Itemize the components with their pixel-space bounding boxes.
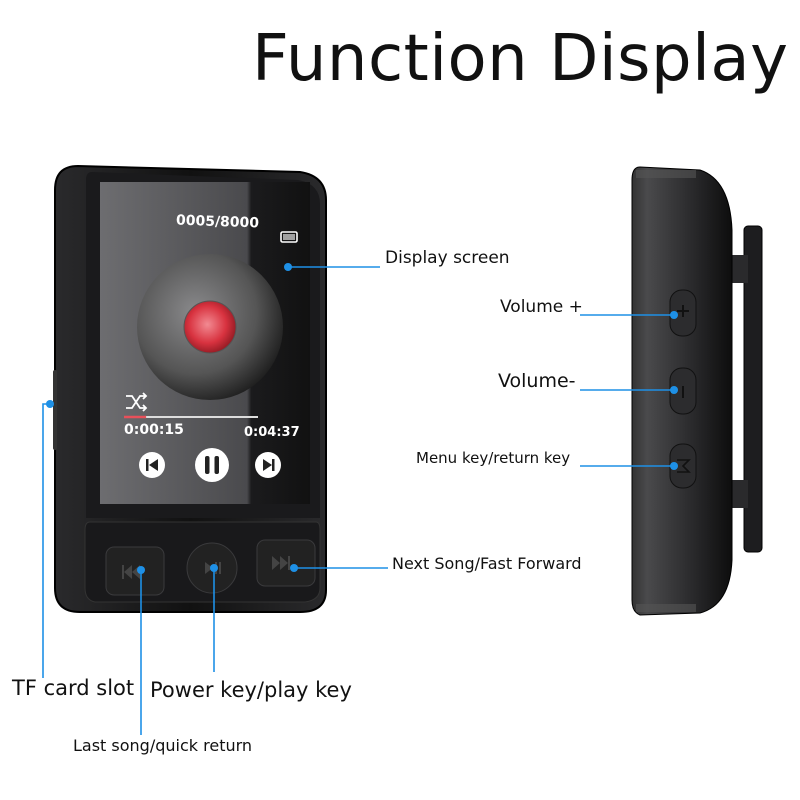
label-power-key: Power key/play key — [150, 678, 352, 702]
callout-line-tf — [42, 403, 50, 678]
volume-up-button[interactable] — [669, 289, 697, 337]
battery-icon — [280, 231, 298, 243]
total-time: 0:04:37 — [244, 425, 300, 440]
volume-down-button[interactable] — [669, 367, 697, 415]
track-counter: 0005/8000 — [175, 212, 260, 232]
label-menu-key: Menu key/return key — [416, 449, 571, 467]
next-icon — [255, 452, 281, 478]
front-device — [53, 164, 327, 613]
pause-icon — [195, 448, 229, 482]
elapsed-time: 0:00:15 — [124, 422, 184, 438]
previous-icon — [139, 452, 165, 478]
menu-button[interactable] — [669, 443, 697, 489]
label-volume-up: Volume + — [500, 297, 583, 317]
page-title: Function Display — [252, 22, 789, 96]
callout-dots — [46, 263, 678, 574]
belt-clip — [743, 225, 763, 553]
label-next-song: Next Song/Fast Forward — [392, 554, 582, 573]
label-last-song: Last song/quick return — [73, 736, 253, 755]
next-song-button[interactable] — [256, 539, 316, 587]
label-tf-card-slot: TF card slot — [12, 676, 135, 700]
side-device — [631, 166, 763, 616]
last-song-button[interactable] — [105, 546, 165, 596]
tf-card-slot — [53, 370, 57, 450]
label-display-screen: Display screen — [385, 248, 510, 268]
shuffle-icon — [126, 392, 148, 412]
label-volume-down: Volume- — [498, 370, 576, 392]
